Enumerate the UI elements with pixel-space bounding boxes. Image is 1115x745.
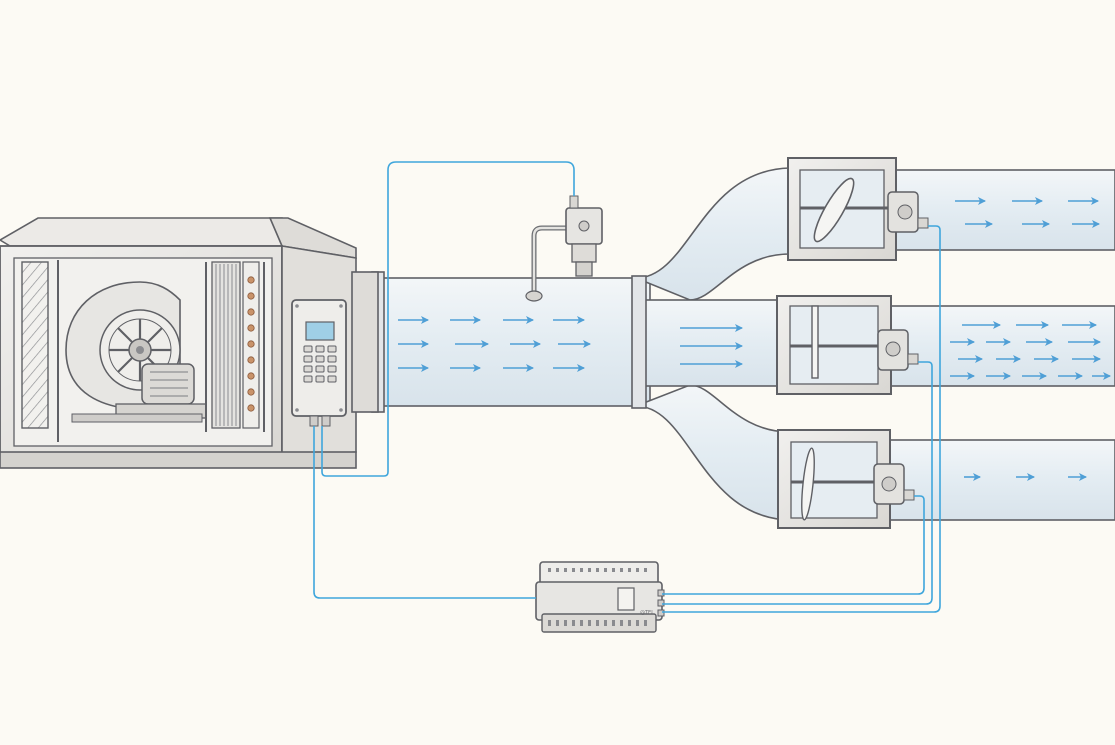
branch-fitting-middle (639, 299, 781, 387)
main-duct (371, 277, 651, 407)
filter-icon (21, 261, 49, 429)
duct-flange (631, 275, 647, 409)
wire-plc-to-damper-upper (662, 225, 941, 613)
branch-fitting-upper (635, 167, 791, 301)
damper-actuator-icon (887, 191, 929, 233)
wire-plc-to-damper-lower (662, 495, 925, 595)
controller-display (305, 321, 335, 341)
damper-middle[interactable] (776, 295, 919, 395)
wire-controller-to-sensor (321, 161, 575, 477)
plc-status-window (617, 587, 635, 611)
branch-duct-upper (894, 169, 1115, 251)
static-pressure-sensor-icon[interactable] (525, 195, 603, 302)
damper-upper[interactable] (787, 157, 929, 261)
wire-plc-to-damper-middle (662, 361, 933, 605)
branch-fitting-lower (635, 384, 791, 521)
control-wiring (313, 161, 941, 613)
fan-speed-controller-icon[interactable] (291, 299, 347, 427)
controller-keypad[interactable] (303, 345, 337, 383)
damper-blade (801, 447, 815, 521)
branch-duct-lower (887, 439, 1115, 521)
airflow-arrows (398, 197, 1111, 481)
damper-actuator-icon (873, 463, 915, 505)
damper-blade (813, 177, 855, 243)
branch-duct-middle (889, 305, 1115, 387)
coil-icon (205, 261, 265, 432)
zone-controller-plc-icon[interactable]: @TEL (535, 561, 665, 633)
damper-blade (811, 305, 819, 379)
plc-brand-label: @TEL (640, 610, 654, 616)
damper-lower[interactable] (777, 429, 915, 529)
damper-actuator-icon (877, 329, 919, 371)
ductwork (371, 167, 1115, 521)
wire-controller-to-plc (313, 426, 536, 599)
motor-icon (71, 363, 207, 423)
